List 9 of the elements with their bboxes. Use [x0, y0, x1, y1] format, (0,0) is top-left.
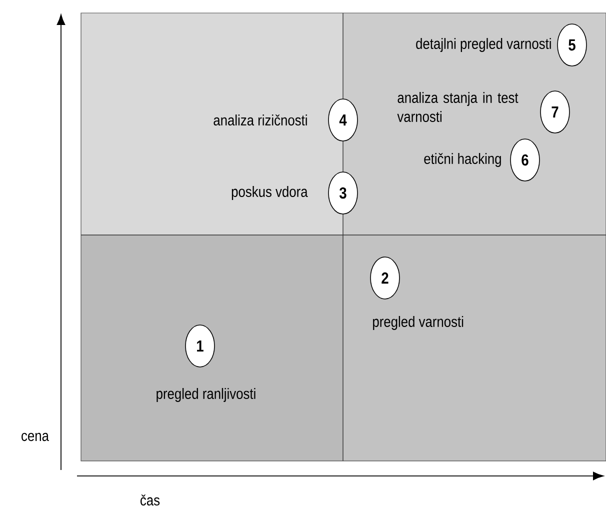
item-label: poskus vdora: [232, 186, 308, 200]
item-label: detajlni pregled varnosti: [416, 38, 551, 52]
item-label: pregled ranljivosti: [156, 388, 256, 402]
item-label: pregled varnosti: [373, 316, 464, 330]
axis-label: cena: [22, 432, 49, 442]
axis-label: čas: [140, 494, 160, 506]
item-label: analiza rizičnosti: [214, 114, 307, 126]
item-label: analiza stanja in test varnosti: [397, 92, 518, 122]
item-label: etični hacking: [424, 152, 501, 167]
